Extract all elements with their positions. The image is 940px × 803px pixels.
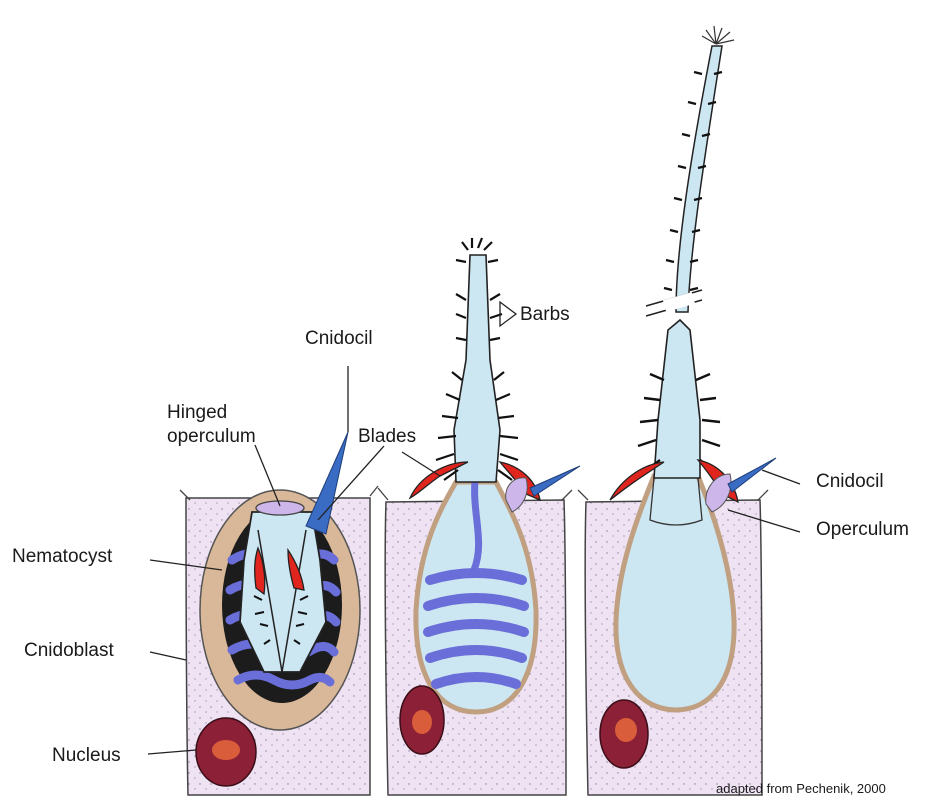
cnidoblast-cell-3 [578, 26, 776, 795]
leader-cnidocil-right [762, 470, 800, 484]
hinged-operculum [256, 501, 304, 515]
label-hinged: Hinged [167, 402, 227, 423]
nucleus-3-inner [615, 718, 637, 742]
label-cnidocil-left: Cnidocil [305, 328, 373, 349]
label-barbs: Barbs [520, 304, 570, 325]
leader-blades-right [402, 452, 440, 476]
label-nematocyst: Nematocyst [12, 546, 113, 567]
leader-cnidoblast [150, 652, 186, 660]
nucleus-2-inner [412, 710, 432, 734]
label-nucleus: Nucleus [52, 745, 121, 766]
cnidocil-3 [728, 458, 776, 492]
label-cnidocil-right: Cnidocil [816, 471, 884, 492]
label-operculum-right: Operculum [816, 519, 909, 540]
everted-tubule-3 [654, 320, 700, 478]
nucleus-1-inner [212, 740, 240, 760]
label-cnidoblast: Cnidoblast [24, 640, 114, 661]
thread-tip-3 [702, 26, 734, 44]
cnidocil-2 [530, 466, 580, 496]
everted-tubule-2 [454, 255, 500, 482]
leader-barbs [500, 302, 516, 326]
long-thread-3 [676, 46, 722, 312]
label-blades: Blades [358, 426, 416, 447]
inverted-tubule-1 [240, 512, 326, 672]
everting-thread-2 [474, 472, 479, 570]
source-credit: adapted from Pechenik, 2000 [716, 781, 886, 796]
label-operculum-left: operculum [167, 426, 256, 447]
